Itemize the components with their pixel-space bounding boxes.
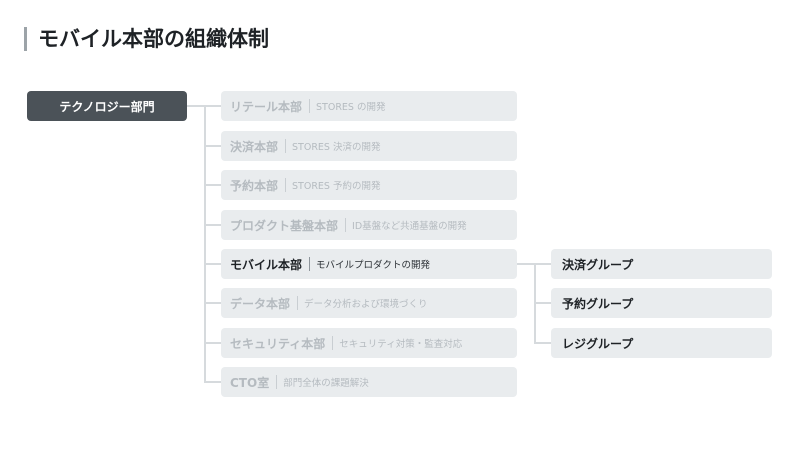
dept-name: モバイル本部 [230,257,303,272]
divider [285,139,287,153]
divider [309,257,311,271]
root-node-technology-division: テクノロジー部門 [27,91,187,121]
dept-name: 予約本部 [230,178,279,193]
title-accent-bar [24,27,27,51]
dept-name: データ本部 [230,296,291,311]
group-name: レジグループ [562,336,634,351]
connector-branch [204,105,221,107]
page-title: モバイル本部の組織体制 [38,27,269,51]
connector-group-branch [534,263,551,265]
dept-security: セキュリティ本部 セキュリティ対策・監査対応 [221,328,517,358]
dept-mobile: モバイル本部 モバイルプロダクトの開発 [221,249,517,279]
connector-branch [204,342,221,344]
dept-data: データ本部 データ分析および環境づくり [221,288,517,318]
connector-branch [204,184,221,186]
dept-reservations: 予約本部 STORES 予約の開発 [221,170,517,200]
group-name: 予約グループ [562,296,634,311]
connector-mobile-out [517,263,535,265]
dept-desc: データ分析および環境づくり [304,299,428,310]
divider [332,336,334,350]
dept-product-platform: プロダクト基盤本部 ID基盤など共通基盤の開発 [221,210,517,240]
connector-branch [204,381,221,383]
connector-branch [204,263,221,265]
dept-retail: リテール本部 STORES の開発 [221,91,517,121]
connector-branch [204,302,221,304]
dept-name: 決済本部 [230,139,279,154]
connector-trunk [204,105,206,383]
divider [276,375,278,389]
dept-desc: 部門全体の課題解決 [283,378,369,389]
dept-desc: モバイルプロダクトの開発 [316,260,431,271]
root-node-label: テクノロジー部門 [59,99,155,114]
dept-cto-office: CTO室 部門全体の課題解決 [221,367,517,397]
connector-branch [204,145,221,147]
connector-root [187,105,205,107]
dept-name: CTO室 [230,375,270,390]
dept-desc: STORES 決済の開発 [292,142,381,153]
dept-desc: ID基盤など共通基盤の開発 [352,221,467,232]
dept-payments: 決済本部 STORES 決済の開発 [221,131,517,161]
group-register: レジグループ [551,328,772,358]
group-reservations: 予約グループ [551,288,772,318]
divider [285,178,287,192]
divider [345,218,347,232]
dept-name: リテール本部 [230,99,303,114]
group-payments: 決済グループ [551,249,772,279]
dept-desc: STORES 予約の開発 [292,181,381,192]
dept-name: セキュリティ本部 [230,336,326,351]
group-name: 決済グループ [562,257,634,272]
dept-name: プロダクト基盤本部 [230,218,339,233]
divider [309,99,311,113]
dept-desc: セキュリティ対策・監査対応 [339,339,463,350]
connector-group-branch [534,302,551,304]
connector-branch [204,224,221,226]
connector-group-branch [534,342,551,344]
divider [297,296,299,310]
dept-desc: STORES の開発 [316,102,386,113]
